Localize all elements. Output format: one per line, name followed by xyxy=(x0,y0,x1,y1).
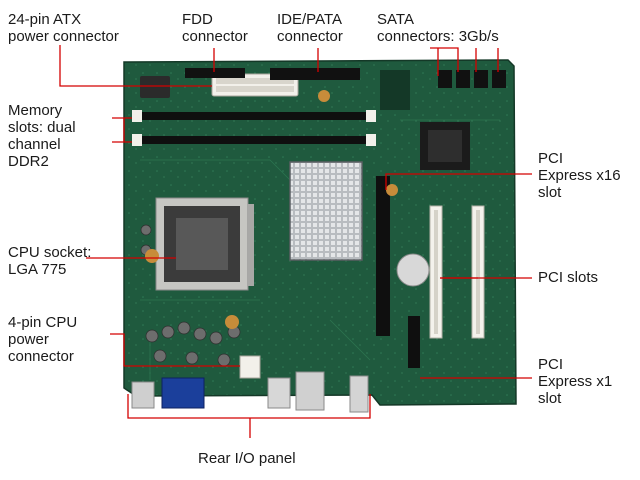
cmos-battery xyxy=(396,253,430,287)
label-pci-slots: PCI slots xyxy=(538,269,599,286)
label-rear-io: Rear I/O panel xyxy=(198,450,296,467)
pcie-x16-slot xyxy=(376,176,390,336)
cpu-socket xyxy=(155,197,254,291)
memory-slots xyxy=(132,110,376,146)
fdd-connector xyxy=(185,68,245,78)
leader-lines xyxy=(59,45,532,438)
cpu-power-connector xyxy=(239,355,261,379)
pci-slots xyxy=(429,205,485,339)
label-cpu-socket: CPU socket:LGA 775 xyxy=(8,244,92,278)
ide-connector xyxy=(270,68,360,80)
northbridge-heatsink xyxy=(289,161,363,261)
capacitors xyxy=(140,224,241,367)
rear-io-ports xyxy=(131,371,369,413)
sata-connectors xyxy=(438,70,506,88)
pcb-traces xyxy=(140,119,500,380)
pcie-x1-slot xyxy=(408,316,420,368)
